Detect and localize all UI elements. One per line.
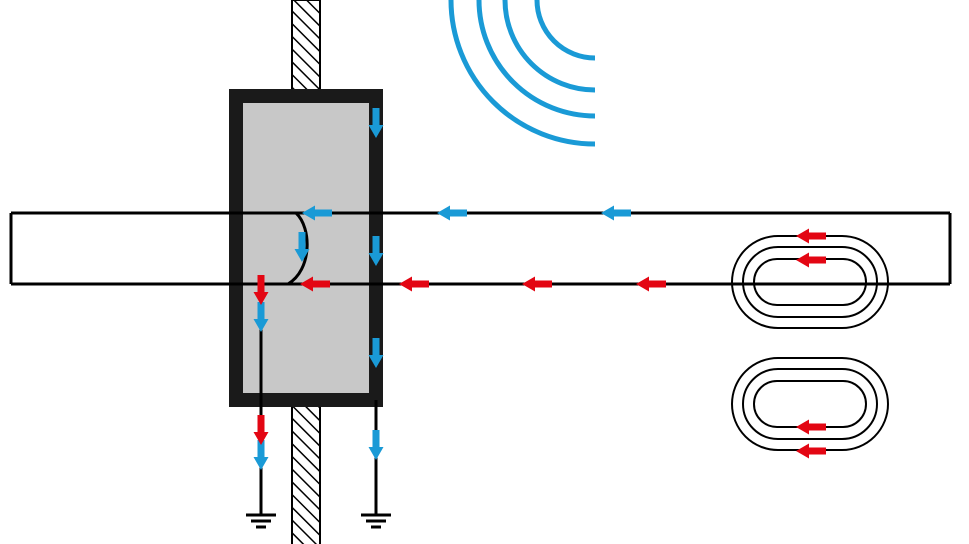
radio-wave-arc [448, 0, 596, 147]
red-current-arrow [399, 276, 429, 292]
wall-bottom-segment [291, 405, 321, 544]
blue-current-arrow [253, 440, 269, 470]
red-current-arrow [522, 276, 552, 292]
hatched-wall [291, 0, 321, 544]
current-loops [731, 235, 889, 451]
ground-symbol-icon [246, 513, 276, 529]
cable-conductor-icon [9, 211, 952, 286]
red-current-arrow [796, 252, 826, 268]
blue-current-arrow [601, 205, 631, 221]
blue-current-arrow [368, 338, 384, 368]
common-mode-current-arrows [253, 108, 631, 470]
current-loop-lower-icon [731, 357, 889, 451]
red-current-arrow [796, 419, 826, 435]
red-current-arrow [300, 276, 330, 292]
internal-curve-conductor [287, 211, 309, 286]
blue-current-arrow [253, 302, 269, 332]
ground-symbol-icon [361, 513, 391, 529]
loop-ring [742, 368, 878, 440]
loop-ring [753, 380, 867, 428]
blue-current-arrow [368, 108, 384, 138]
blue-current-arrow [294, 232, 310, 262]
red-current-arrow [636, 276, 666, 292]
radio-wave-arcs-icon [448, 0, 596, 147]
loop-ring [731, 357, 889, 451]
red-current-arrow [796, 228, 826, 244]
radio-wave-arc [502, 0, 596, 93]
blue-current-arrow [368, 430, 384, 460]
ground-symbols [246, 513, 391, 529]
current-loop-upper-icon [731, 235, 889, 329]
red-current-arrow [796, 443, 826, 459]
differential-current-arrows [253, 228, 826, 459]
blue-current-arrow [368, 236, 384, 266]
wall-top-segment [291, 0, 321, 91]
red-current-arrow [253, 415, 269, 445]
radio-wave-arc [534, 0, 596, 61]
loop-ring [742, 246, 878, 318]
loop-ring [753, 258, 867, 306]
blue-current-arrow [437, 205, 467, 221]
radio-wave-arc [476, 0, 596, 119]
blue-current-arrow [302, 205, 332, 221]
loop-ring [731, 235, 889, 329]
red-current-arrow [253, 275, 269, 305]
